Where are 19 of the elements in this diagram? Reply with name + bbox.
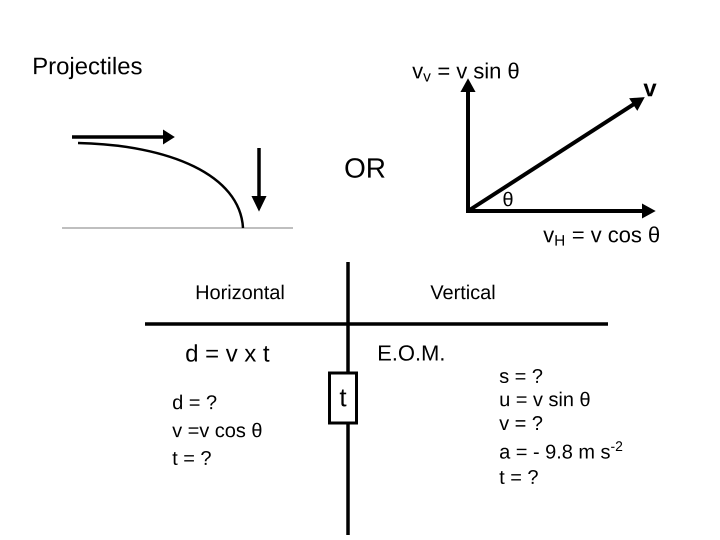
variable-box: t: [328, 372, 358, 424]
equation-text: t = ?: [172, 450, 211, 466]
equation-text: u = v sin θ: [500, 392, 590, 406]
title: Projectiles: [34, 56, 142, 80]
component-label: v$_{H}$ = v cos θ: [543, 226, 659, 246]
or-text: OR: [345, 158, 385, 178]
equation-text: v = ?: [499, 416, 542, 430]
equation-text: s = ?: [500, 368, 542, 384]
equation-text: E.O.M.: [379, 345, 444, 361]
angle-label: θ: [504, 192, 512, 206]
vector-label: v: [643, 84, 657, 96]
equation-text: d = ?: [173, 394, 216, 410]
column-heading: Vertical: [430, 284, 494, 300]
equation-text: d = v x t: [186, 344, 270, 362]
equation-text: a = - 9.8 m s$^{-2}$: [500, 441, 622, 459]
component-label: v$_{v}$ = v sin θ: [412, 62, 518, 82]
equation-text: v =v cos θ: [172, 422, 262, 438]
column-heading: Horizontal: [196, 284, 284, 300]
equation-text: t = ?: [500, 470, 538, 484]
